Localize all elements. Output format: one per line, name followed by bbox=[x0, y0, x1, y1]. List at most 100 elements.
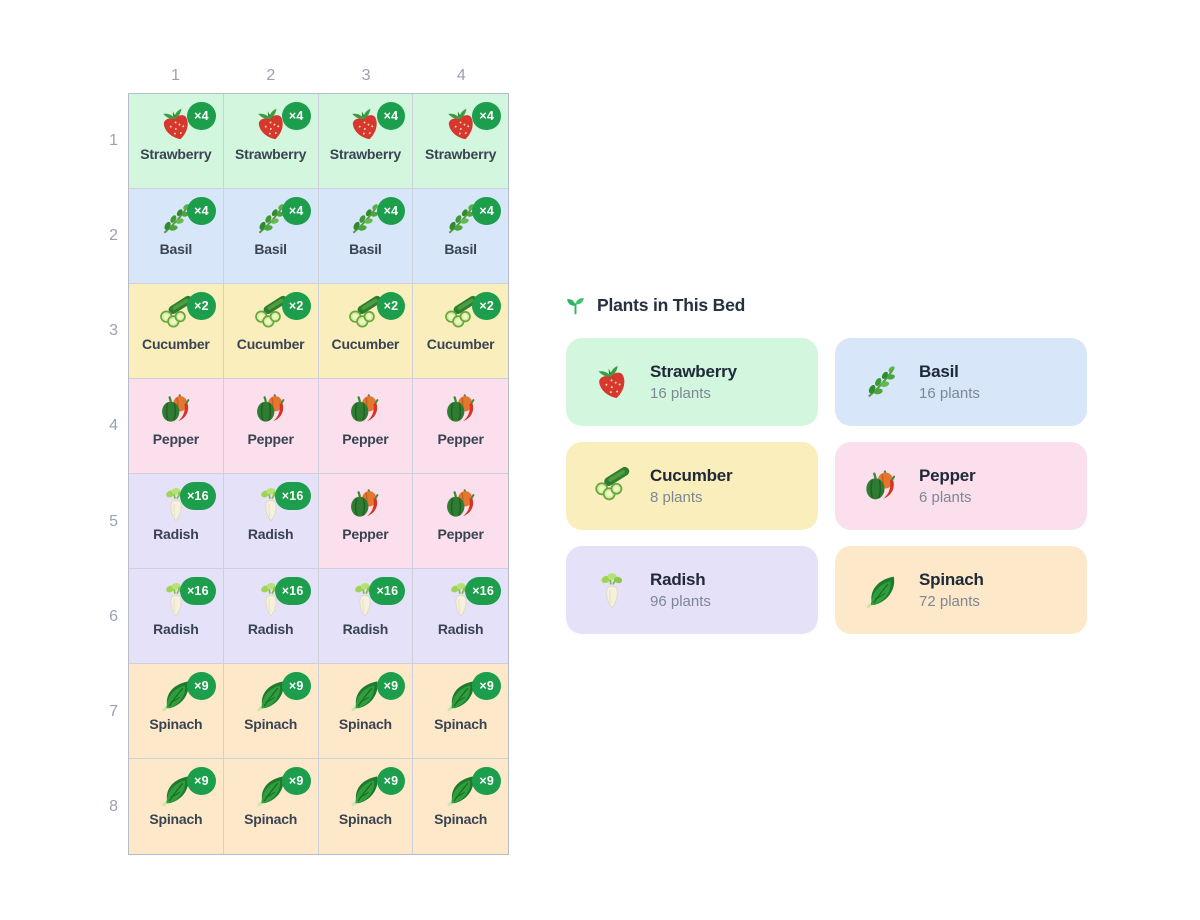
cell-plant-label: Radish bbox=[437, 621, 484, 637]
plant-card-name: Strawberry bbox=[650, 362, 737, 381]
grid-cell-r7c1[interactable]: Spinach×9 bbox=[129, 664, 224, 759]
grid-cell-r5c1[interactable]: Radish×16 bbox=[129, 474, 224, 569]
plant-count-badge: ×9 bbox=[281, 767, 311, 795]
cell-plant-label: Pepper bbox=[437, 431, 484, 447]
grid-cell-r8c2[interactable]: Spinach×9 bbox=[223, 759, 319, 854]
plant-count-badge: ×9 bbox=[376, 672, 406, 700]
plant-count-badge: ×2 bbox=[281, 292, 311, 320]
grid-cell-r7c2[interactable]: Spinach×9 bbox=[223, 664, 319, 759]
plant-count-badge: ×2 bbox=[376, 292, 406, 320]
plant-count-badge: ×4 bbox=[376, 102, 406, 130]
grid-cell-r6c1[interactable]: Radish×16 bbox=[129, 569, 224, 664]
pepper-icon bbox=[157, 390, 195, 428]
spinach-icon bbox=[861, 570, 901, 610]
cell-plant-label: Spinach bbox=[434, 811, 488, 827]
plant-card-count: 6 plants bbox=[919, 489, 972, 506]
grid-cell-r2c2[interactable]: Basil×4 bbox=[223, 189, 319, 284]
plant-count-badge: ×9 bbox=[376, 767, 406, 795]
grid-cell-r1c4[interactable]: Strawberry×4 bbox=[413, 94, 508, 189]
spinach-icon bbox=[442, 675, 480, 713]
grid-cell-r2c1[interactable]: Basil×4 bbox=[129, 189, 224, 284]
plant-count-badge: ×4 bbox=[376, 197, 406, 225]
plant-card-name: Basil bbox=[919, 362, 959, 381]
grid-cell-r3c3[interactable]: Cucumber ×2 bbox=[318, 284, 414, 379]
plant-count-badge: ×4 bbox=[187, 102, 216, 130]
spinach-icon bbox=[252, 770, 290, 808]
grid-cell-r5c3[interactable]: Pepper bbox=[318, 474, 414, 569]
grid-cell-r6c3[interactable]: Radish×16 bbox=[318, 569, 414, 664]
cell-plant-label: Basil bbox=[444, 241, 477, 257]
grid-cell-r4c3[interactable]: Pepper bbox=[318, 379, 414, 474]
grid-cell-r8c4[interactable]: Spinach ×9 bbox=[413, 759, 508, 854]
cell-plant-label: Radish bbox=[153, 621, 199, 637]
row-label-6: 6 bbox=[109, 607, 118, 625]
grid-cell-r7c3[interactable]: Spinach ×9 bbox=[318, 664, 414, 759]
plant-count-badge: ×2 bbox=[472, 292, 501, 320]
strawberry-icon bbox=[157, 105, 195, 143]
grid-cell-r1c3[interactable]: Strawberry ×4 bbox=[318, 94, 414, 189]
spinach-icon bbox=[157, 770, 195, 808]
grid-cell-r8c1[interactable]: Spinach×9 bbox=[129, 759, 224, 854]
cell-plant-label: Cucumber bbox=[142, 336, 210, 352]
plant-card-text: Pepper 6 plants bbox=[919, 466, 976, 506]
cell-plant-label: Cucumber bbox=[331, 336, 400, 352]
cell-plant-label: Basil bbox=[349, 241, 382, 257]
grid-cell-r1c2[interactable]: Strawberry×4 bbox=[223, 94, 319, 189]
grid-cell-r2c3[interactable]: Basil ×4 bbox=[318, 189, 414, 284]
grid-cell-r3c1[interactable]: Cucumber×2 bbox=[129, 284, 224, 379]
plant-count-badge: ×16 bbox=[369, 577, 406, 605]
spinach-icon bbox=[252, 675, 290, 713]
grid-cell-r5c4[interactable]: Pepper bbox=[413, 474, 508, 569]
grid-cell-r3c2[interactable]: Cucumber×2 bbox=[223, 284, 319, 379]
cell-plant-label: Strawberry bbox=[329, 146, 401, 162]
pepper-icon bbox=[346, 390, 384, 428]
cell-plant-label: Spinach bbox=[149, 716, 203, 732]
grid-cell-r4c1[interactable]: Pepper bbox=[129, 379, 224, 474]
grid-cell-r6c2[interactable]: Radish×16 bbox=[223, 569, 319, 664]
grid-cell-r4c4[interactable]: Pepper bbox=[413, 379, 508, 474]
pepper-icon bbox=[442, 485, 480, 523]
cell-plant-label: Basil bbox=[254, 241, 287, 257]
plant-card-count: 8 plants bbox=[650, 489, 703, 506]
cell-plant-label: Cucumber bbox=[426, 336, 495, 352]
grid-cell-r8c3[interactable]: Spinach ×9 bbox=[318, 759, 414, 854]
cell-plant-label: Radish bbox=[247, 621, 294, 637]
spinach-icon bbox=[346, 675, 384, 713]
plant-card-name: Spinach bbox=[919, 570, 984, 589]
cell-plant-label: Spinach bbox=[149, 811, 203, 827]
radish-icon bbox=[442, 580, 480, 618]
row-label-5: 5 bbox=[109, 512, 118, 530]
cell-plant-label: Spinach bbox=[434, 716, 488, 732]
legend-title: Plants in This Bed bbox=[597, 295, 746, 315]
pepper-icon bbox=[442, 390, 480, 428]
pepper-icon bbox=[346, 485, 384, 523]
spinach-icon bbox=[442, 770, 480, 808]
cell-plant-label: Pepper bbox=[342, 431, 389, 447]
radish-icon bbox=[252, 580, 290, 618]
plant-count-badge: ×4 bbox=[472, 197, 501, 225]
cell-plant-label: Pepper bbox=[247, 431, 294, 447]
grid-cell-r3c4[interactable]: Cucumber ×2 bbox=[413, 284, 508, 379]
plant-count-badge: ×9 bbox=[472, 767, 501, 795]
cell-plant-label: Spinach bbox=[338, 716, 392, 732]
row-label-4: 4 bbox=[109, 417, 118, 435]
grid-cell-r1c1[interactable]: Strawberry×4 bbox=[129, 94, 224, 189]
grid-cell-r5c2[interactable]: Radish×16 bbox=[223, 474, 319, 569]
grid-cell-r6c4[interactable]: Radish×16 bbox=[413, 569, 508, 664]
grid-cell-r7c4[interactable]: Spinach×9 bbox=[413, 664, 508, 759]
grid-cell-r2c4[interactable]: Basil ×4 bbox=[413, 189, 508, 284]
cell-plant-label: Spinach bbox=[338, 811, 392, 827]
plant-card-pepper[interactable]: Pepper 6 plants bbox=[835, 442, 1087, 530]
plant-card-name: Pepper bbox=[919, 466, 976, 485]
grid-cell-r4c2[interactable]: Pepper bbox=[223, 379, 319, 474]
plant-card-count: 72 plants bbox=[919, 593, 980, 610]
plant-card-spinach[interactable]: Spinach 72 plants bbox=[835, 546, 1087, 634]
